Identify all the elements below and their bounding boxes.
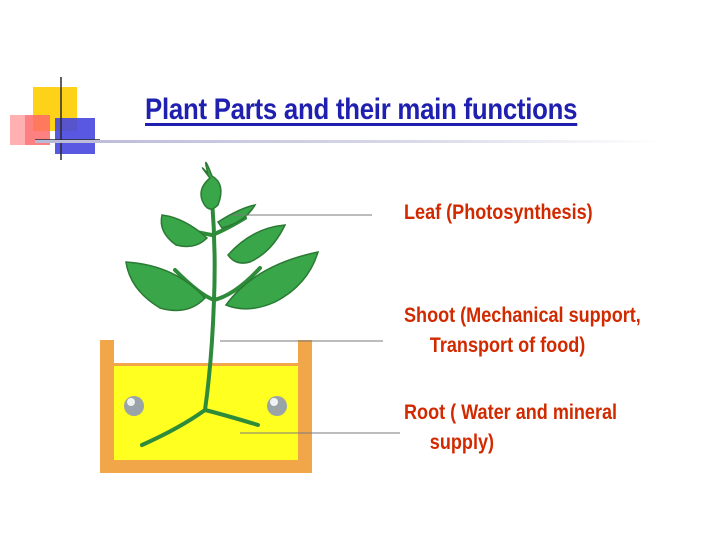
label-root: Root ( Water and mineral supply) (404, 398, 617, 458)
label-shoot-line2: Transport of food) (429, 334, 586, 357)
leader-lines (220, 214, 400, 434)
label-shoot: Shoot (Mechanical support, Transport of … (404, 301, 641, 361)
roots (140, 408, 260, 447)
label-root-line1: Root ( Water and mineral (404, 401, 618, 424)
leaves (125, 161, 320, 312)
slide-title: Plant Parts and their main functions (145, 93, 578, 126)
label-leaf-text: Leaf (Photosynthesis) (404, 201, 593, 224)
leaf-mid-right (227, 224, 287, 264)
leaf-mid-left (160, 214, 209, 248)
pebble-right (267, 396, 287, 416)
label-root-line2: supply) (429, 431, 495, 454)
leaf-top (200, 161, 222, 210)
label-shoot-line1: Shoot (Mechanical support, (404, 304, 641, 327)
leaf-big-right (224, 251, 320, 310)
leaf-big-left (125, 261, 207, 312)
label-leaf: Leaf (Photosynthesis) (404, 198, 593, 228)
title-underline-rule (35, 140, 660, 143)
pebble-left (124, 396, 144, 416)
leaf-top-right (216, 203, 257, 229)
corner-decoration (10, 77, 100, 160)
